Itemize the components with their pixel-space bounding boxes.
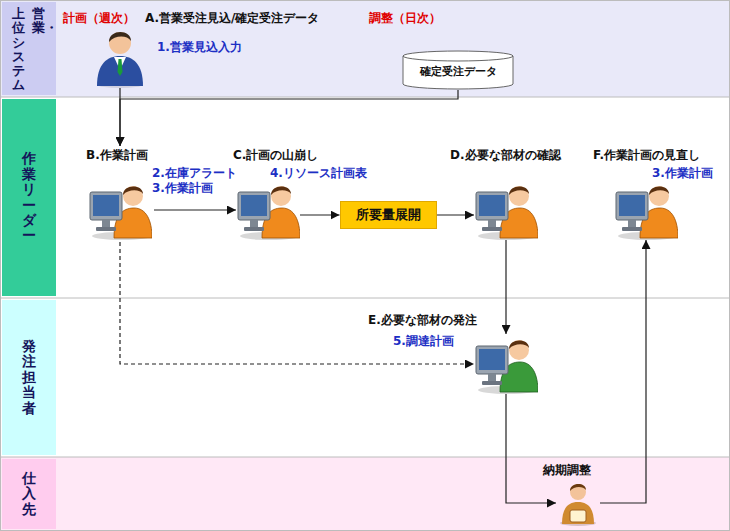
orange-icon bbox=[614, 180, 678, 240]
actor-node: 計画（週次）1.営業見込入力 bbox=[93, 28, 147, 88]
schedule-note: 計画（週次） bbox=[63, 11, 135, 25]
flow-arrow bbox=[600, 240, 646, 503]
lane-label: 仕入先 bbox=[22, 471, 36, 517]
lane-label: 上位システム bbox=[12, 7, 25, 93]
step-heading: E.必要な部材の発注 bbox=[368, 313, 477, 327]
step-detail: 4.リソース計画表 bbox=[270, 166, 367, 180]
flow-arrow bbox=[506, 394, 556, 503]
orange-icon bbox=[474, 180, 538, 240]
green-icon bbox=[474, 334, 538, 394]
lane-header: 仕入先 bbox=[2, 459, 56, 529]
step-detail: 5.調達計画 bbox=[393, 334, 454, 348]
dashed-connector bbox=[120, 242, 474, 364]
suit-icon bbox=[93, 28, 147, 88]
step-detail: 1.営業見込入力 bbox=[157, 40, 242, 54]
step-detail: 3.作業計画 bbox=[152, 181, 213, 195]
swimlane: E.必要な部材の発注5.調達計画発注担当者 bbox=[0, 298, 730, 457]
lane-header: 発注担当者 bbox=[2, 300, 56, 455]
lane-header: 作業リーダー bbox=[2, 99, 56, 296]
step-heading: B.作業計画 bbox=[86, 148, 148, 162]
orange-icon bbox=[88, 180, 152, 240]
actor-node: 納期調整 bbox=[556, 480, 600, 526]
actor-node: B.作業計画2.在庫アラート3.作業計画 bbox=[86, 146, 154, 242]
actor-node: D.必要な部材の確認 bbox=[474, 180, 538, 240]
flow-arrow bbox=[300, 214, 340, 215]
step-heading: C.計画の山崩し bbox=[233, 148, 318, 162]
flow-arrow bbox=[505, 240, 506, 334]
flow-arrow bbox=[154, 209, 236, 210]
box-label: 所要量展開 bbox=[356, 207, 421, 223]
database-label: 確定受注データ bbox=[402, 65, 514, 78]
step-heading: F.作業計画の見直し bbox=[593, 148, 700, 162]
actor-node: C.計画の山崩し4.リソース計画表 bbox=[236, 180, 300, 240]
step-heading: 納期調整 bbox=[543, 463, 591, 477]
data-label: A.営業受注見込/確定受注データ bbox=[145, 11, 319, 25]
swimlane: 計画（週次）1.営業見込入力調整（日次）確定受注データ営業・上位システム bbox=[0, 0, 730, 97]
process-box: 所要量展開 bbox=[340, 201, 437, 229]
flow-arrow bbox=[437, 214, 475, 215]
actor-node: E.必要な部材の発注5.調達計画 bbox=[474, 334, 538, 394]
database-node: 調整（日次）確定受注データ bbox=[402, 50, 514, 90]
orange-icon bbox=[236, 180, 300, 240]
step-detail: 2.在庫アラート bbox=[152, 166, 237, 180]
flow-arrow bbox=[120, 90, 458, 146]
lane-label: 発注担当者 bbox=[22, 339, 36, 416]
lane-header: 営業・上位システム bbox=[2, 2, 56, 95]
lane-label: 作業リーダー bbox=[22, 151, 36, 243]
lane-label: 営業・ bbox=[32, 7, 45, 36]
step-detail: 3.作業計画 bbox=[652, 166, 713, 180]
actor-node: F.作業計画の見直し3.作業計画 bbox=[614, 180, 678, 240]
step-heading: D.必要な部材の確認 bbox=[450, 148, 561, 162]
swimlane: 納期調整仕入先 bbox=[0, 457, 730, 531]
swimlane: B.作業計画2.在庫アラート3.作業計画C.計画の山崩し4.リソース計画表所要量… bbox=[0, 97, 730, 298]
schedule-note: 調整（日次） bbox=[369, 11, 441, 25]
supplier-icon bbox=[556, 480, 600, 526]
